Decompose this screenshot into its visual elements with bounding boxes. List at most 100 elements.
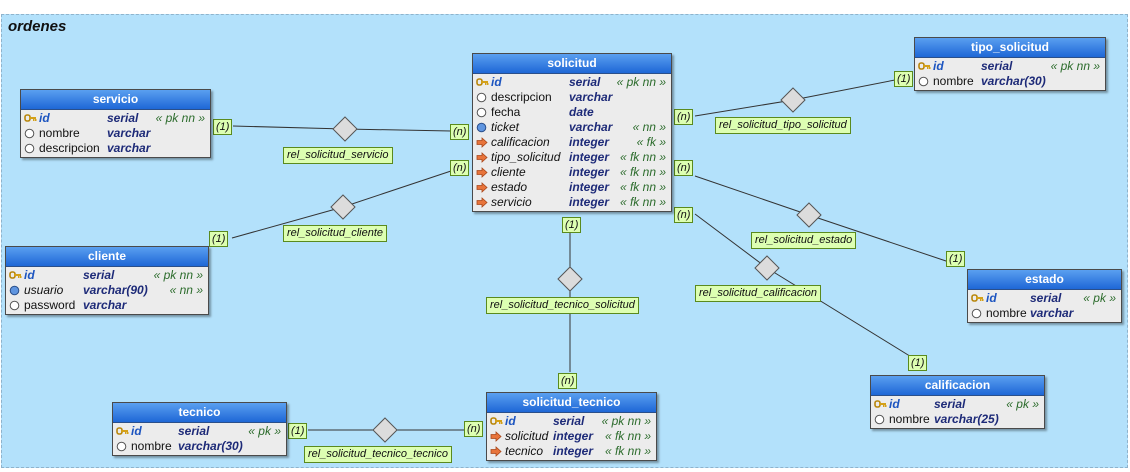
column-modifiers: « pk nn » bbox=[155, 111, 205, 125]
cardinality-badge: (1) bbox=[209, 231, 229, 247]
column-type: varchar bbox=[107, 141, 151, 155]
column-name: servicio bbox=[491, 195, 532, 209]
relation-diamond[interactable] bbox=[330, 194, 356, 220]
column-name: id bbox=[491, 75, 502, 89]
table-title: tipo_solicitud bbox=[915, 38, 1105, 58]
column-modifiers: « pk » bbox=[248, 424, 281, 438]
cardinality-badge: (1) bbox=[894, 71, 914, 87]
column-name: id bbox=[986, 291, 997, 305]
cardinality-badge: (n) bbox=[674, 160, 694, 176]
column-name: cliente bbox=[491, 165, 526, 179]
cardinality-badge: (1) bbox=[908, 355, 928, 371]
column-type: varchar bbox=[107, 126, 151, 140]
circle-icon bbox=[918, 74, 932, 89]
relation-diamond[interactable] bbox=[557, 266, 583, 292]
relation-diamond[interactable] bbox=[796, 202, 822, 228]
column-modifiers: « fk nn » bbox=[604, 429, 651, 443]
column-type: varchar bbox=[83, 298, 127, 312]
column-modifiers: « fk nn » bbox=[619, 180, 666, 194]
column-name: id bbox=[889, 397, 900, 411]
blue-circle-icon bbox=[476, 120, 490, 135]
column-name: id bbox=[39, 111, 50, 125]
key-icon bbox=[116, 424, 130, 439]
relation-diamond[interactable] bbox=[372, 417, 398, 443]
relation-diamond[interactable] bbox=[754, 255, 780, 281]
relation-diamond[interactable] bbox=[780, 87, 806, 113]
column-modifiers: « pk » bbox=[1083, 291, 1116, 305]
column-row[interactable]: nombre varchar bbox=[24, 126, 207, 141]
key-icon bbox=[24, 111, 38, 126]
column-name: usuario bbox=[24, 283, 64, 297]
column-modifiers: « fk nn » bbox=[619, 150, 666, 164]
column-modifiers: « pk » bbox=[1006, 397, 1039, 411]
column-name: calificacion bbox=[491, 135, 550, 149]
circle-icon bbox=[24, 126, 38, 141]
column-name: ticket bbox=[491, 120, 520, 134]
rel-label-tecnico-solicitud[interactable]: rel_solicitud_tecnico_solicitud bbox=[486, 297, 639, 314]
rel-label-estado[interactable]: rel_solicitud_estado bbox=[751, 232, 857, 249]
table-title: tecnico bbox=[113, 403, 286, 423]
column-name: nombre bbox=[39, 126, 80, 140]
column-type: integer bbox=[553, 429, 594, 443]
cardinality-badge: (1) bbox=[946, 251, 966, 267]
arrow-right-icon bbox=[476, 165, 490, 180]
rel-label-tecnico-tecnico[interactable]: rel_solicitud_tecnico_tecnico bbox=[304, 446, 453, 463]
column-type: serial bbox=[553, 414, 585, 428]
column-name: nombre bbox=[889, 412, 930, 426]
arrow-right-icon bbox=[476, 150, 490, 165]
relation-diamond[interactable] bbox=[332, 116, 358, 142]
column-modifiers: « pk nn » bbox=[601, 414, 651, 428]
column-type: varchar(90) bbox=[83, 283, 148, 297]
circle-icon bbox=[9, 298, 23, 313]
arrow-right-icon bbox=[490, 444, 504, 459]
cardinality-badge: (n) bbox=[558, 373, 578, 389]
rel-label-tipo-solicitud[interactable]: rel_solicitud_tipo_solicitud bbox=[715, 117, 851, 134]
circle-icon bbox=[971, 306, 985, 321]
key-icon bbox=[874, 397, 888, 412]
rel-label-cliente[interactable]: rel_solicitud_cliente bbox=[283, 225, 387, 242]
column-name: estado bbox=[491, 180, 528, 194]
column-type: varchar(30) bbox=[981, 74, 1046, 88]
column-type: varchar bbox=[569, 120, 613, 134]
column-type: varchar(30) bbox=[178, 439, 243, 453]
column-modifiers: « fk nn » bbox=[619, 165, 666, 179]
key-icon bbox=[918, 59, 932, 74]
rel-label-servicio[interactable]: rel_solicitud_servicio bbox=[283, 147, 393, 164]
circle-icon bbox=[874, 412, 888, 427]
rel-label-calificacion[interactable]: rel_solicitud_calificacion bbox=[695, 285, 822, 302]
